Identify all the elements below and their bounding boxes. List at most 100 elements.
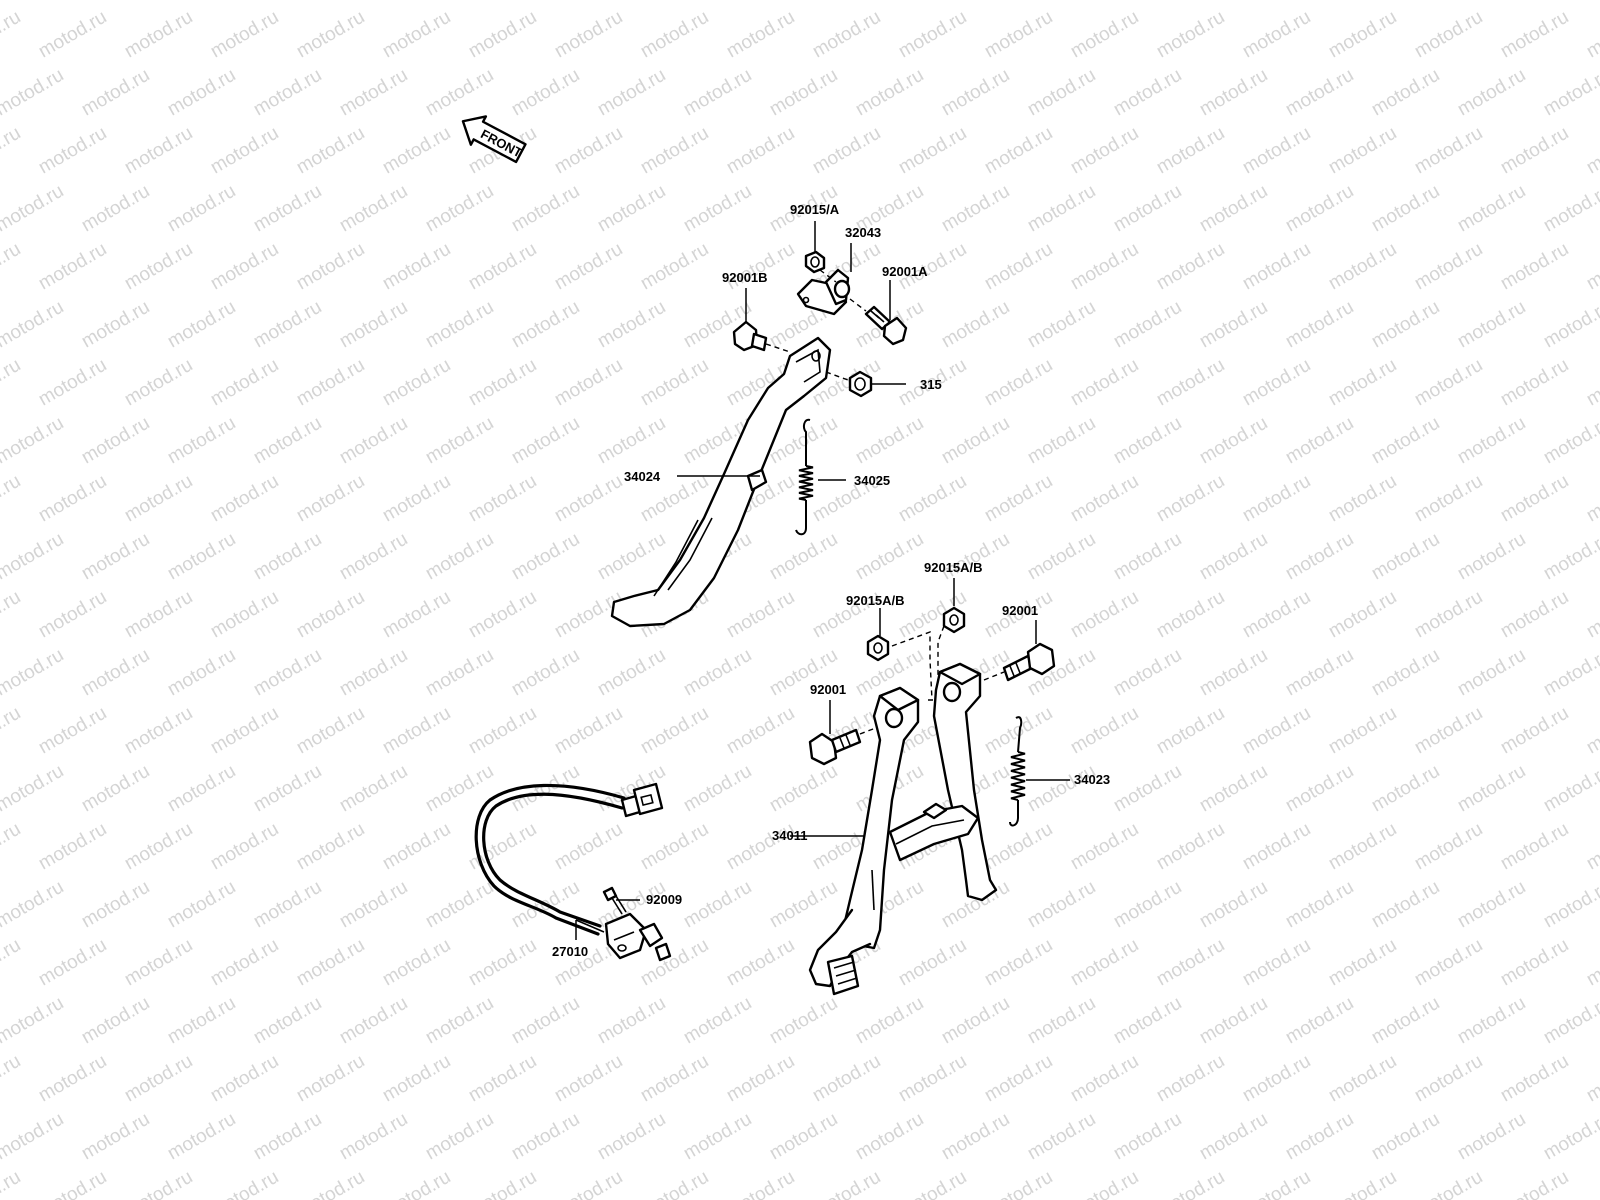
watermark-text: motod.ru: [1497, 239, 1572, 295]
watermark-text: motod.ru: [1110, 181, 1185, 237]
watermark-text: motod.ru: [1153, 1051, 1228, 1107]
watermark-text: motod.ru: [207, 123, 282, 179]
watermark-text: motod.ru: [0, 935, 24, 991]
watermark-text: motod.ru: [293, 587, 368, 643]
watermark-text: motod.ru: [164, 413, 239, 469]
watermark-text: motod.ru: [207, 355, 282, 411]
watermark-text: motod.ru: [1497, 1167, 1572, 1200]
watermark-text: motod.ru: [1239, 935, 1314, 991]
watermark-text: motod.ru: [852, 65, 927, 121]
part-labels: 92015/A 32043 92001A 92001B 315 34024 34…: [552, 202, 1110, 959]
watermark-text: motod.ru: [379, 1167, 454, 1200]
watermark-text: motod.ru: [1282, 181, 1357, 237]
watermark-text: motod.ru: [1325, 819, 1400, 875]
watermark-text: motod.ru: [465, 587, 540, 643]
watermark-text: motod.ru: [1153, 471, 1228, 527]
watermark-text: motod.ru: [250, 181, 325, 237]
watermark-text: motod.ru: [164, 993, 239, 1049]
watermark-text: motod.ru: [379, 239, 454, 295]
watermark-text: motod.ru: [293, 819, 368, 875]
watermark-text: motod.ru: [1153, 355, 1228, 411]
watermark-text: motod.ru: [723, 587, 798, 643]
watermark-text: motod.ru: [1325, 239, 1400, 295]
watermark-text: motod.ru: [1540, 0, 1600, 4]
watermark-text: motod.ru: [379, 703, 454, 759]
watermark-text: motod.ru: [1067, 355, 1142, 411]
watermark-text: motod.ru: [1110, 0, 1185, 4]
watermark-text: motod.ru: [1153, 703, 1228, 759]
watermark-text: motod.ru: [1110, 65, 1185, 121]
watermark-text: motod.ru: [1411, 587, 1486, 643]
watermark-text: motod.ru: [35, 239, 110, 295]
watermark-text: motod.ru: [1110, 1109, 1185, 1165]
watermark-text: motod.ru: [35, 587, 110, 643]
watermark-text: motod.ru: [293, 123, 368, 179]
watermark-text: motod.ru: [637, 123, 712, 179]
watermark-text: motod.ru: [1067, 239, 1142, 295]
watermark-text: motod.ru: [1368, 645, 1443, 701]
watermark-text: motod.ru: [1110, 993, 1185, 1049]
watermark-text: motod.ru: [680, 65, 755, 121]
watermark-text: motod.ru: [1497, 471, 1572, 527]
watermark-text: motod.ru: [1153, 819, 1228, 875]
watermark-text: motod.ru: [336, 1109, 411, 1165]
watermark-text: motod.ru: [723, 819, 798, 875]
watermark-text: motod.ru: [207, 1167, 282, 1200]
watermark-text: motod.ru: [1196, 1109, 1271, 1165]
watermark-text: motod.ru: [121, 239, 196, 295]
watermark-text: motod.ru: [1196, 0, 1271, 4]
watermark-text: motod.ru: [379, 355, 454, 411]
watermark-text: motod.ru: [1153, 239, 1228, 295]
watermark-text: motod.ru: [852, 0, 927, 4]
watermark-text: motod.ru: [422, 181, 497, 237]
watermark-text: motod.ru: [1454, 297, 1529, 353]
watermark-text: motod.ru: [1368, 413, 1443, 469]
watermark-text: motod.ru: [336, 0, 411, 4]
label-27010: 27010: [552, 944, 588, 959]
watermark-text: motod.ru: [1153, 1167, 1228, 1200]
watermark-text: motod.ru: [293, 1167, 368, 1200]
watermark-text: motod.ru: [938, 0, 1013, 4]
part-92015ab-nut-left: [866, 634, 890, 662]
watermark-text: motod.ru: [1411, 935, 1486, 991]
watermark-text: motod.ru: [723, 1167, 798, 1200]
watermark-text: motod.ru: [164, 877, 239, 933]
watermark-text: motod.ru: [981, 239, 1056, 295]
label-92015ab-1: 92015A/B: [924, 560, 983, 575]
watermark-text: motod.ru: [1153, 935, 1228, 991]
watermark-text: motod.ru: [766, 1109, 841, 1165]
watermark-text: motod.ru: [1024, 877, 1099, 933]
watermark-text: motod.ru: [766, 993, 841, 1049]
watermark-text: motod.ru: [0, 239, 24, 295]
watermark-text: motod.ru: [508, 529, 583, 585]
watermark-text: motod.ru: [1411, 1051, 1486, 1107]
watermark-text: motod.ru: [422, 413, 497, 469]
watermark-text: motod.ru: [1024, 993, 1099, 1049]
part-27010-switch: [474, 782, 672, 962]
watermark-text: motod.ru: [1454, 1109, 1529, 1165]
watermark-text: motod.ru: [1540, 877, 1600, 933]
watermark-text: motod.ru: [1368, 1109, 1443, 1165]
watermark-text: motod.ru: [1497, 935, 1572, 991]
part-34023-spring: [1009, 716, 1026, 827]
watermark-text: motod.ru: [1282, 297, 1357, 353]
watermark-text: motod.ru: [895, 123, 970, 179]
watermark-text: motod.ru: [336, 761, 411, 817]
label-34025: 34025: [854, 473, 890, 488]
watermark-text: motod.ru: [551, 7, 626, 63]
watermark-text: motod.ru: [422, 877, 497, 933]
watermark-text: motod.ru: [293, 1051, 368, 1107]
watermark-text: motod.ru: [0, 819, 24, 875]
watermark-text: motod.ru: [422, 297, 497, 353]
watermark-text: motod.ru: [1239, 123, 1314, 179]
watermark-text: motod.ru: [1325, 587, 1400, 643]
watermark-text: motod.ru: [1583, 703, 1600, 759]
watermark-text: motod.ru: [1583, 935, 1600, 991]
watermark-text: motod.ru: [895, 1167, 970, 1200]
watermark-text: motod.ru: [637, 1051, 712, 1107]
label-92001-left: 92001: [810, 682, 846, 697]
watermark-text: motod.ru: [1540, 1109, 1600, 1165]
watermark-text: motod.ru: [766, 761, 841, 817]
watermark-text: motod.ru: [1110, 877, 1185, 933]
watermark-text: motod.ru: [78, 181, 153, 237]
